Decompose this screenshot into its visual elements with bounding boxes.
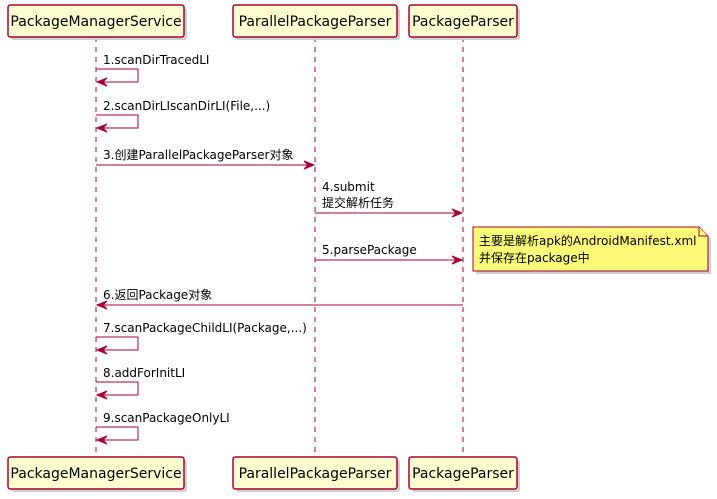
- participant-label: ParallelPackageParser: [239, 14, 392, 30]
- participant-top: PackageManagerService: [7, 4, 187, 40]
- arrow-head: [95, 390, 108, 400]
- participant-label: ParallelPackageParser: [239, 466, 392, 482]
- message: 7.scanPackageChildLI(Package,...): [95, 321, 307, 355]
- message: 5.parsePackage: [315, 243, 464, 265]
- participant-bottom: PackageParser: [408, 456, 520, 492]
- arrow-head: [451, 208, 464, 218]
- participants-bottom: PackageManagerService ParallelPackagePars…: [7, 456, 520, 492]
- participant-label: PackageManagerService: [10, 14, 181, 30]
- arrow-head: [95, 123, 108, 133]
- notes: 主要是解析apk的AndroidManifest.xml 并保存在package中: [472, 226, 711, 274]
- message: 3.创建ParallelPackageParser对象: [96, 148, 316, 170]
- message-label: 8.addForInitLI: [103, 366, 185, 380]
- arrow-head: [303, 160, 316, 170]
- message: 1.scanDirTracedLI: [95, 53, 209, 87]
- message-label: 2.scanDirLIscanDirLI(File,...): [103, 99, 270, 113]
- participant-box: [7, 4, 185, 38]
- note-fold: [698, 227, 708, 237]
- participant-box: [7, 456, 185, 490]
- message: 6.返回Package对象: [95, 288, 463, 310]
- arrow-head: [451, 255, 464, 265]
- participant-label: PackageParser: [412, 14, 514, 30]
- arrow-head: [95, 300, 108, 310]
- participant-bottom: PackageManagerService: [7, 456, 187, 492]
- message-arrow: [96, 68, 139, 83]
- message: 8.addForInitLI: [95, 366, 185, 400]
- note: 主要是解析apk的AndroidManifest.xml 并保存在package中: [472, 226, 711, 274]
- participant-box: [408, 4, 518, 38]
- message-arrow: [96, 114, 139, 129]
- note-line: 主要是解析apk的AndroidManifest.xml: [479, 233, 696, 248]
- messages: 1.scanDirTracedLI 2.scanDirLIscanDirLI(Fi…: [95, 53, 464, 445]
- message-label: 3.创建ParallelPackageParser对象: [103, 148, 293, 162]
- message-arrow: [96, 381, 139, 396]
- participant-box: [408, 456, 518, 490]
- participant-box: [232, 4, 398, 38]
- participant-label: PackageManagerService: [10, 466, 181, 482]
- participant-box: [232, 456, 398, 490]
- note-line: 并保存在package中: [479, 250, 590, 265]
- arrow-head: [95, 435, 108, 445]
- lifelines: [95, 37, 464, 457]
- message-label: 提交解析任务: [322, 195, 394, 210]
- message-label: 9.scanPackageOnlyLI: [103, 411, 230, 425]
- message-label: 4.submit: [322, 180, 375, 194]
- note-box: [472, 226, 709, 272]
- message-arrow: [96, 426, 139, 441]
- message-label: 1.scanDirTracedLI: [103, 53, 209, 67]
- participant-top: PackageParser: [408, 4, 520, 40]
- participant-label: PackageParser: [412, 466, 514, 482]
- arrow-head: [95, 77, 108, 87]
- message: 9.scanPackageOnlyLI: [95, 411, 230, 445]
- participant-bottom: ParallelPackageParser: [232, 456, 400, 492]
- message: 2.scanDirLIscanDirLI(File,...): [95, 99, 270, 133]
- participants-top: PackageManagerService ParallelPackagePars…: [7, 4, 520, 40]
- message-arrow: [96, 336, 139, 351]
- participant-top: ParallelPackageParser: [232, 4, 400, 40]
- message-label: 6.返回Package对象: [103, 288, 212, 302]
- arrow-head: [95, 345, 108, 355]
- message-label: 5.parsePackage: [322, 243, 417, 257]
- message-label: 7.scanPackageChildLI(Package,...): [103, 321, 307, 335]
